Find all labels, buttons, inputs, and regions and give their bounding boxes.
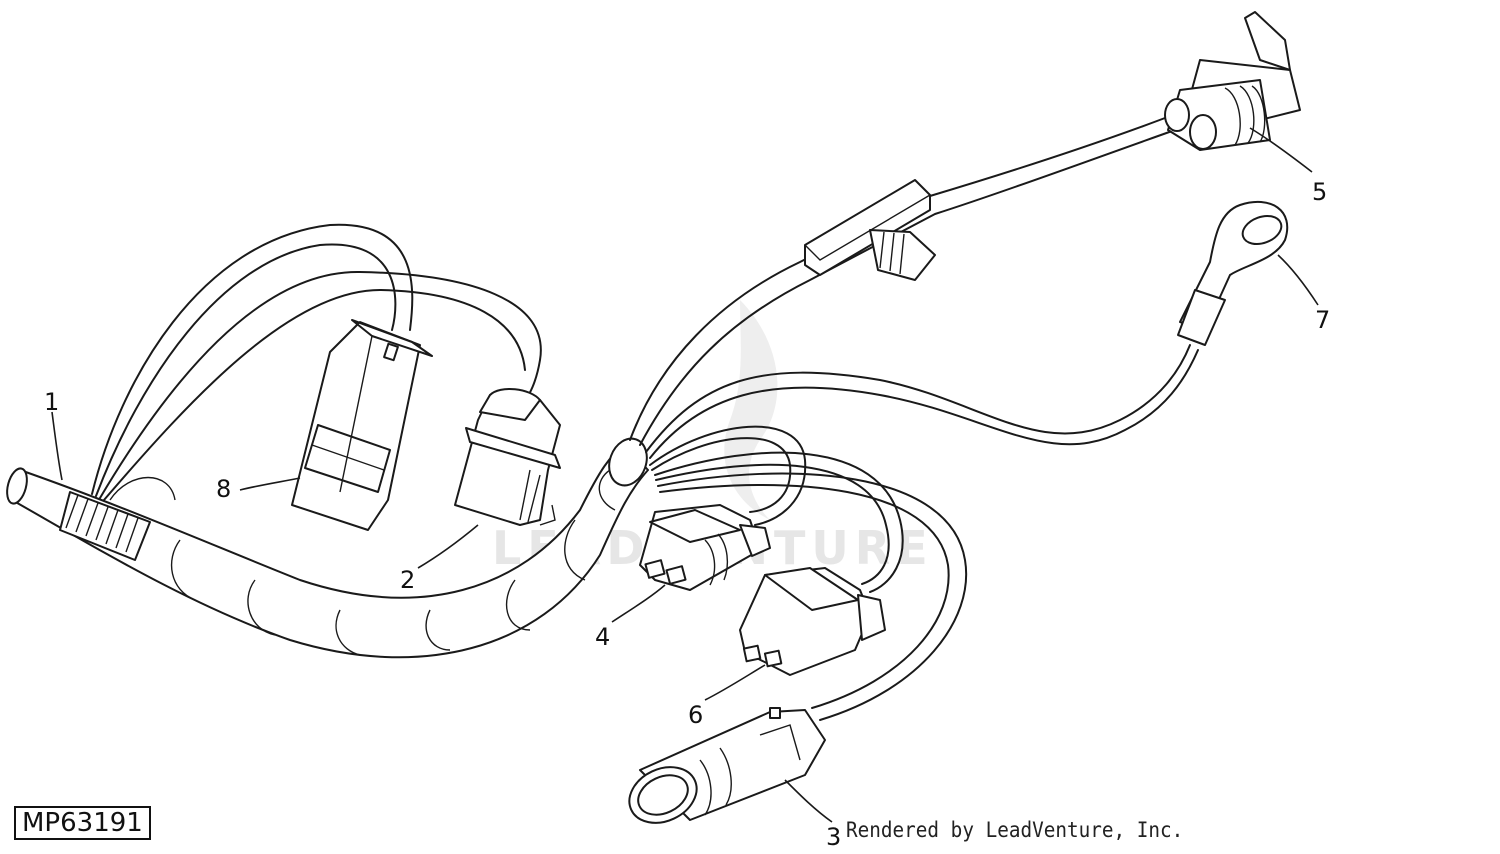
callout-8: 8 [216,475,231,503]
leader-5 [1249,127,1313,173]
render-credit: Rendered by LeadVenture, Inc. [846,818,1184,842]
wires [91,117,1199,721]
connector-4 [639,504,771,591]
braided-sleeve [59,491,151,561]
harness-loom [6,437,649,659]
watermark-logo-icon [724,300,778,520]
callout-3: 3 [826,823,841,851]
figure-id-label: MP63191 [14,806,151,840]
leader-6 [704,664,766,701]
callout-4: 4 [595,623,610,651]
callout-5: 5 [1312,178,1327,206]
callout-2: 2 [400,566,415,594]
connector-8 [291,319,433,531]
callout-labels: 1 2 3 4 5 6 7 8 [44,178,1330,851]
wire-clip [804,179,936,281]
connector-3 [628,707,826,824]
leader-3 [784,779,833,823]
leader-2 [417,524,479,569]
leader-8 [239,477,301,491]
ring-terminal-7 [1177,200,1289,346]
connector-2 [454,388,561,526]
leader-7 [1277,254,1319,306]
callout-7: 7 [1315,306,1330,334]
callout-leaders [51,127,1319,823]
callout-6: 6 [688,701,703,729]
connector-6 [739,567,886,676]
leader-1 [51,411,63,481]
leader-4 [611,584,666,623]
callout-1: 1 [44,388,59,416]
connector-5 [1164,11,1301,151]
